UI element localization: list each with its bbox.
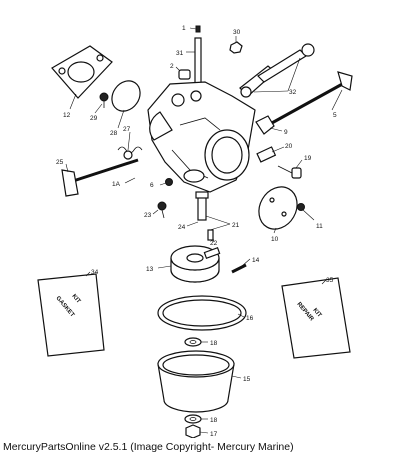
callout-35: 35 xyxy=(326,277,334,284)
callout-10: 10 xyxy=(271,236,279,243)
repair-kit-label-line2: KIT xyxy=(311,307,322,319)
callout-11: 11 xyxy=(316,223,323,230)
gasket-kit-label-line2: KIT xyxy=(70,293,81,305)
callout-labels: 1 30 31 2 32 5 12 29 28 27 9 20 19 25 1A… xyxy=(56,25,337,438)
callout-5: 5 xyxy=(333,112,337,119)
part-2-cap xyxy=(178,69,191,80)
callout-2: 2 xyxy=(170,63,174,70)
callout-6: 6 xyxy=(150,182,154,189)
callout-29: 29 xyxy=(90,115,98,122)
part-5-lever xyxy=(269,71,353,126)
part-35-repair-kit xyxy=(281,277,351,359)
callout-34: 34 xyxy=(91,269,99,276)
carburetor-exploded-diagram: 1 30 31 2 32 5 12 29 28 27 9 20 19 25 1A… xyxy=(37,25,353,438)
part-10-plate xyxy=(258,186,298,230)
part-18-washer-upper xyxy=(184,337,202,347)
part-23-screw xyxy=(157,201,167,219)
part-27-spring xyxy=(117,146,143,160)
part-34-gasket-kit xyxy=(37,273,105,357)
callout-16: 16 xyxy=(246,315,254,322)
callout-23: 23 xyxy=(144,212,152,219)
callout-17: 17 xyxy=(210,431,218,438)
callout-1a: 1A xyxy=(112,181,121,188)
part-6-screw xyxy=(165,178,173,186)
part-21-jet xyxy=(207,229,214,241)
callout-22: 22 xyxy=(210,240,218,247)
callout-1: 1 xyxy=(182,25,186,32)
part-16-gasket xyxy=(157,295,247,331)
part-20-spring xyxy=(256,146,277,163)
part-32-fittings xyxy=(239,43,315,98)
part-9-lever xyxy=(255,115,275,135)
callout-24: 24 xyxy=(178,224,186,231)
copyright-caption: MercuryPartsOnline v2.5.1 (Image Copyrig… xyxy=(3,441,294,453)
callout-21: 21 xyxy=(232,222,240,229)
part-29-screw xyxy=(99,92,109,108)
callout-15: 15 xyxy=(243,376,251,383)
part-14-pin xyxy=(231,263,247,274)
part-19-screw xyxy=(277,165,302,179)
part-28-plate xyxy=(111,80,141,112)
part-18-washer-lower xyxy=(184,414,202,424)
part-11-screw xyxy=(297,203,305,211)
part-24-jet xyxy=(195,191,209,221)
part-25-shaft xyxy=(61,158,139,197)
callout-14: 14 xyxy=(252,257,260,264)
callout-31: 31 xyxy=(176,50,184,57)
callout-12: 12 xyxy=(63,112,71,119)
part-15-bowl xyxy=(157,350,235,413)
part-12-gasket xyxy=(51,45,113,99)
part-13-float xyxy=(170,245,221,283)
callout-19: 19 xyxy=(304,155,312,162)
callout-9: 9 xyxy=(284,129,288,136)
part-31-shaft xyxy=(194,25,202,89)
part-17-nut xyxy=(185,424,201,438)
carburetor-body xyxy=(147,81,256,193)
callout-30: 30 xyxy=(233,29,241,36)
callout-27: 27 xyxy=(123,126,131,133)
callout-18-upper: 18 xyxy=(210,340,218,347)
callout-28: 28 xyxy=(110,130,118,137)
callout-25: 25 xyxy=(56,159,64,166)
callout-13: 13 xyxy=(146,266,154,273)
callout-32: 32 xyxy=(289,89,297,96)
part-30-nut xyxy=(229,41,243,54)
callout-20: 20 xyxy=(285,143,293,150)
leader-lines xyxy=(65,27,343,434)
callout-18-lower: 18 xyxy=(210,417,218,424)
